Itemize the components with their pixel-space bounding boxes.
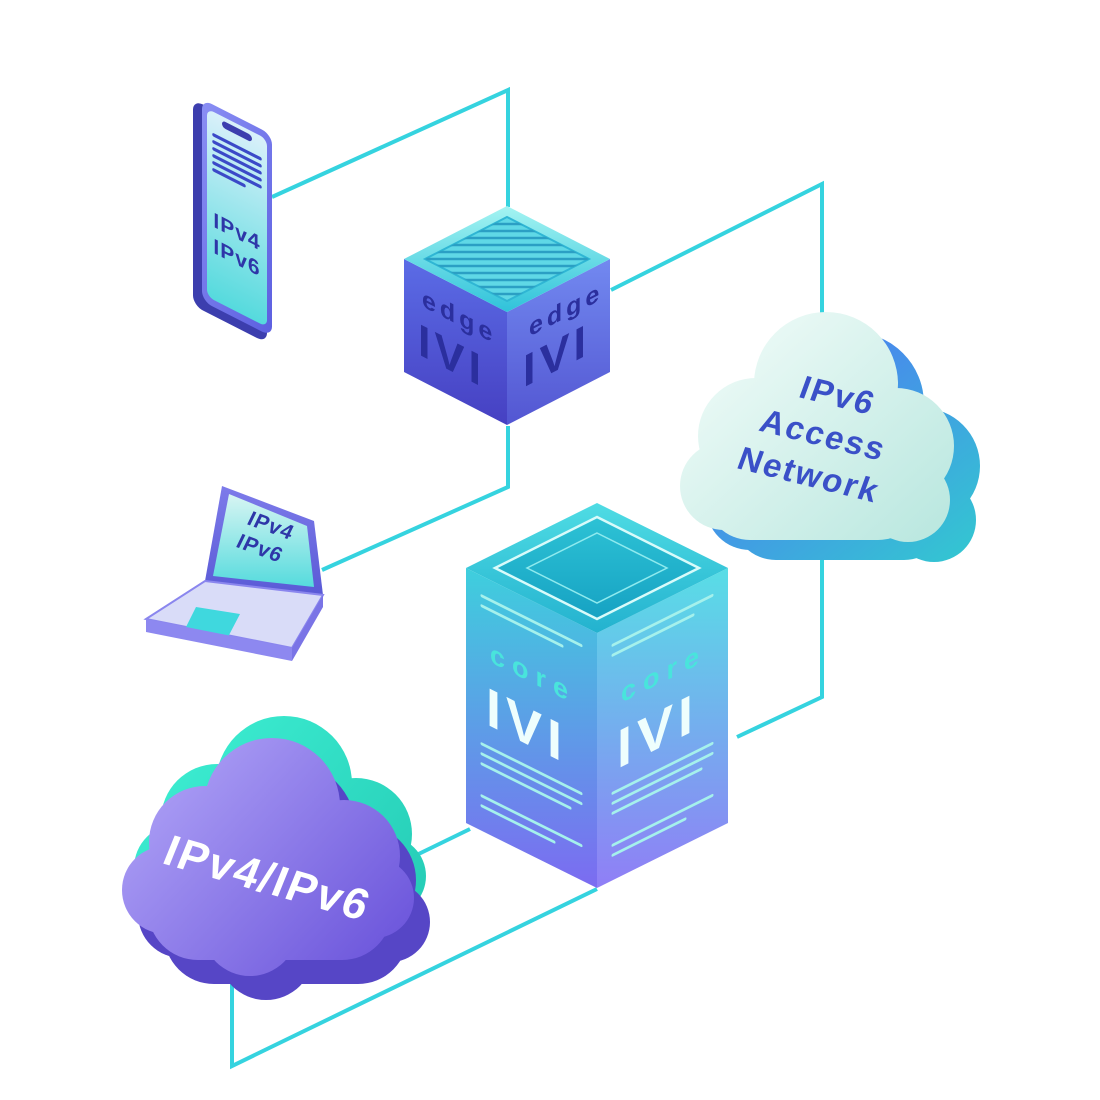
core-left-face	[466, 568, 597, 888]
laptop-screen	[213, 494, 314, 587]
edge-router-node: edge IVI edge IVI	[404, 206, 610, 425]
laptop-base-front	[146, 619, 292, 661]
connector-edge-to-laptop	[321, 426, 510, 572]
ipv6-access-network-cloud: IPv6 Access Network	[680, 312, 980, 562]
phone-screen	[207, 111, 267, 325]
connector-phone-to-edge	[271, 86, 510, 207]
phone-screen-text-lines	[212, 133, 262, 189]
laptop-device: IPv4 IPv6	[143, 486, 325, 661]
core-router-node: core IVI core IVI	[466, 503, 728, 888]
core-top-inner-ring	[525, 532, 669, 604]
core-top-inset	[492, 515, 702, 621]
phone-speaker-notch	[222, 121, 252, 142]
edge-right-face	[507, 259, 610, 425]
ipv4-ipv6-cloud: IPv4/IPv6	[122, 716, 430, 1000]
laptop-base-side	[292, 595, 323, 661]
smartphone-device: IPv4 IPv6	[193, 102, 272, 340]
edge-left-face	[404, 259, 507, 425]
